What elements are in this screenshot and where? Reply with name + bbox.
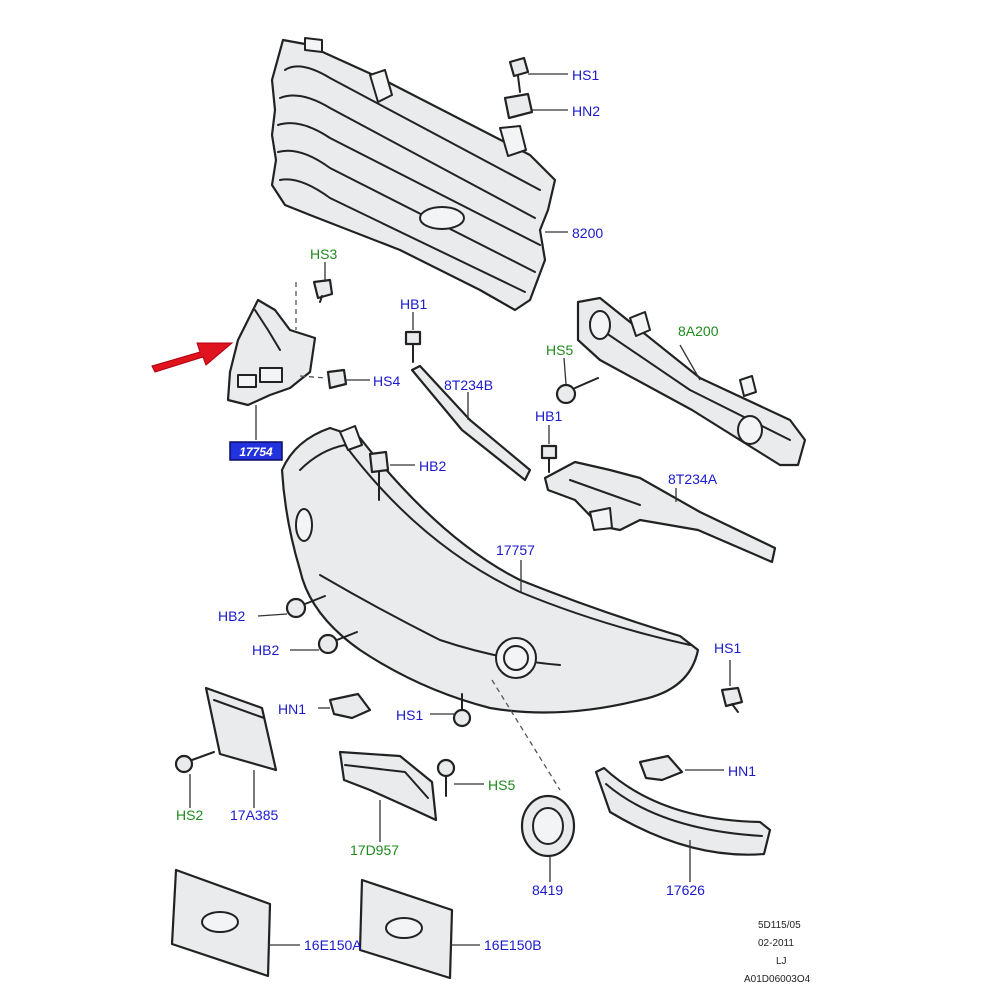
ring-8419[interactable] (520, 794, 576, 858)
label-hs5-bottom: HS5 (488, 777, 515, 793)
selected-part-number: 17754 (239, 445, 273, 459)
label-hb2-mid2: HB2 (252, 642, 279, 658)
strip-8t234b[interactable] (410, 364, 532, 482)
bolt-hb2-mid1[interactable] (285, 595, 326, 619)
plate-16e150b[interactable] (358, 878, 454, 980)
bolt-hs2[interactable] (174, 751, 215, 774)
label-hs4: HS4 (373, 373, 400, 389)
label-hn1-left: HN1 (278, 701, 306, 717)
bolt-hs3[interactable] (312, 278, 334, 303)
bolt-hs4[interactable] (326, 368, 348, 390)
label-8419: 8419 (532, 882, 563, 898)
trim-17626[interactable] (594, 766, 772, 856)
bolt-hs5-bottom[interactable] (436, 758, 456, 797)
nut-hn1-right[interactable] (638, 754, 684, 782)
footer-line4: A01D06003O4 (744, 974, 811, 985)
label-8200: 8200 (572, 225, 603, 241)
nut-hn1-left[interactable] (328, 692, 372, 720)
bolt-hb1-right[interactable] (540, 444, 558, 473)
label-hb2-top: HB2 (419, 458, 446, 474)
plate-17a385[interactable] (204, 686, 278, 772)
plate-16e150a[interactable] (170, 868, 272, 978)
selection-arrow-icon (151, 342, 234, 373)
grille-badge (419, 206, 465, 230)
bolt-hb2-mid2[interactable] (317, 631, 358, 655)
label-17626: 17626 (666, 882, 705, 898)
beam-8a200[interactable] (576, 296, 807, 467)
label-8a200: 8A200 (678, 323, 719, 339)
label-17a385: 17A385 (230, 807, 278, 823)
label-17757: 17757 (496, 542, 535, 558)
footer-line1: 5D115/05 (758, 920, 801, 931)
label-hb2-mid1: HB2 (218, 608, 245, 624)
cover-17d957[interactable] (338, 750, 438, 822)
label-hn1-right: HN1 (728, 763, 756, 779)
selected-part-badge[interactable]: 17754 (229, 441, 283, 461)
label-hs2: HS2 (176, 807, 203, 823)
label-8t234b: 8T234B (444, 377, 493, 393)
label-hs1-top: HS1 (572, 67, 599, 83)
bracket-8t234a[interactable] (543, 460, 777, 564)
label-hs3: HS3 (310, 246, 337, 262)
bolt-hb1-left[interactable] (404, 330, 422, 363)
label-hs5-top: HS5 (546, 342, 573, 358)
label-8t234a: 8T234A (668, 471, 718, 487)
bolt-hs1-right[interactable] (720, 686, 744, 713)
label-16e150a: 16E150A (304, 937, 362, 953)
bumper-17757[interactable] (280, 425, 700, 714)
label-hn2: HN2 (572, 103, 600, 119)
bracket-17754[interactable] (226, 298, 317, 440)
label-hs1-mid: HS1 (396, 707, 423, 723)
footer-line2: 02-2011 (758, 938, 794, 949)
label-hs1-right: HS1 (714, 640, 741, 656)
grille-8200[interactable] (270, 37, 557, 312)
bolt-hs5-top[interactable] (555, 377, 599, 405)
label-hb1-left: HB1 (400, 296, 427, 312)
label-hb1-right: HB1 (535, 408, 562, 424)
bolt-hb2-top[interactable] (368, 450, 390, 501)
bolt-hs1-mid[interactable] (452, 693, 472, 728)
bolt-hs1-top[interactable] (508, 56, 530, 93)
nut-hn2[interactable] (503, 92, 534, 120)
label-17d957: 17D957 (350, 842, 399, 858)
label-16e150b: 16E150B (484, 937, 542, 953)
footer-line3: LJ (776, 956, 787, 967)
